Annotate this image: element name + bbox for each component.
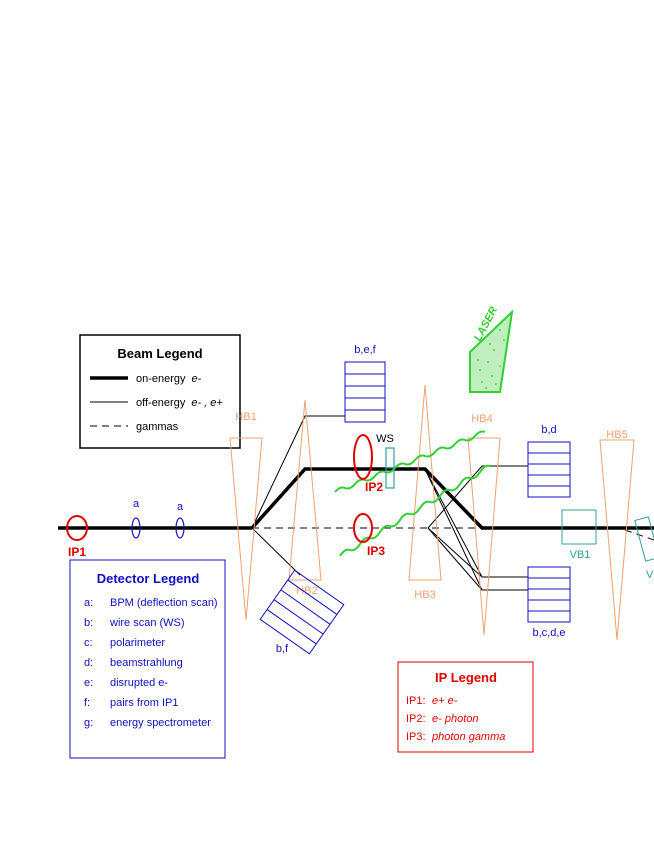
hb3-magnet [408, 384, 442, 581]
detector-legend-desc: wire scan (WS) [109, 617, 185, 629]
detector-legend-key: c: [84, 637, 93, 649]
off-energy-branch-bd [427, 465, 528, 529]
off-energy-branch-up [251, 415, 345, 529]
detector-bef-label: b,e,f [354, 344, 376, 356]
laser: LASER [334, 305, 514, 557]
detector-bef [344, 361, 386, 423]
detector-legend-box [69, 559, 226, 759]
hb4-magnet [467, 437, 501, 636]
hb4-label: HB4 [471, 413, 492, 425]
ip-legend-key: IP3: [406, 731, 426, 743]
ip-legend-key: IP1: [406, 695, 426, 707]
off-energy-branch-down [251, 527, 301, 576]
detector-bd-label: b,d [541, 424, 556, 436]
vb2-magnet-partial [634, 516, 654, 562]
off-energy-branch-lower [427, 527, 483, 578]
bpm-a2-marker [175, 517, 185, 539]
horizontal-bends [229, 384, 635, 641]
ip-legend-key: IP2: [406, 713, 426, 725]
detector-bf [259, 569, 345, 655]
hb2-magnet [288, 399, 322, 581]
hb5-label: HB5 [606, 429, 627, 441]
ip-legend-desc: e+ e- [432, 695, 458, 707]
hb2-label: HB2 [296, 585, 317, 597]
bpm-a1-label: a [133, 498, 140, 510]
detector-legend-key: g: [84, 717, 93, 729]
bpm-a2-label: a [177, 501, 184, 513]
ip2-label: IP2 [365, 480, 383, 494]
bpm-a1-marker [131, 517, 141, 539]
detector-legend-title: Detector Legend [97, 571, 200, 586]
detector-bcde-label: b,c,d,e [532, 627, 565, 639]
hb1-label: HB1 [235, 411, 256, 423]
ws-label: WS [376, 433, 394, 445]
detector-legend-desc: pairs from IP1 [110, 697, 178, 709]
ip1-marker [66, 515, 88, 541]
hb3-label: HB3 [414, 589, 435, 601]
vb2-label-partial: VI [646, 569, 654, 581]
ip-legend-title: IP Legend [435, 670, 497, 685]
ip-legend-desc: e- photon [432, 713, 478, 725]
legend-gammas-label: gammas [136, 421, 179, 433]
detector-legend-desc: disrupted e- [110, 677, 168, 689]
off-energy-branch-lower-2 [427, 527, 483, 591]
detector-legend-items: a: BPM (deflection scan) b: wire scan (WS) c… [84, 597, 218, 729]
detector-legend-desc: polarimeter [110, 637, 165, 649]
vb1-magnet [561, 509, 597, 545]
ip2-marker [353, 434, 373, 480]
detector-legend-key: a: [84, 597, 93, 609]
ip3-label: IP3 [367, 544, 385, 558]
detector-legend-key: d: [84, 657, 93, 669]
detector-legend-desc: beamstrahlung [110, 657, 183, 669]
detector-legend-key: f: [84, 697, 90, 709]
detector-legend: Detector Legend a: BPM (deflection scan) b… [69, 559, 226, 759]
laser-beam-lower [339, 464, 491, 557]
vb1-label: VB1 [570, 549, 591, 561]
ip-legend-box [397, 661, 534, 753]
laser-box [469, 309, 514, 393]
hb5-magnet [599, 439, 635, 641]
ip3-marker [353, 513, 373, 543]
beam-legend-box [79, 334, 241, 449]
gamma-dashed-right [624, 529, 654, 541]
detector-bcde [527, 566, 571, 623]
detector-legend-desc: energy spectrometer [110, 717, 211, 729]
laser-beam-upper [334, 430, 486, 493]
ip1-label: IP1 [68, 545, 86, 559]
laser-fill-pattern [477, 329, 505, 389]
detector-legend-key: e: [84, 677, 93, 689]
detector-legend-key: b: [84, 617, 93, 629]
detector-bf-label: b,f [276, 643, 289, 655]
detector-bd [527, 441, 571, 498]
beam-legend-title: Beam Legend [117, 346, 202, 361]
hb1-magnet [229, 437, 263, 621]
detector-legend-desc: BPM (deflection scan) [110, 597, 218, 609]
ip-legend-desc: photon gamma [431, 731, 505, 743]
